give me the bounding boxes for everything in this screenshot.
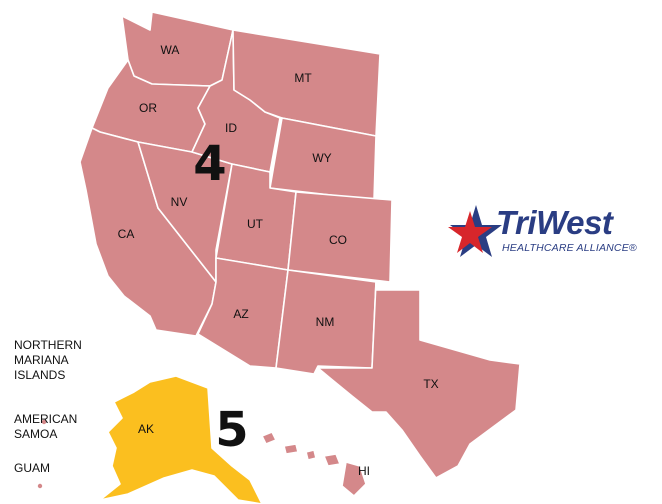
state-tx[interactable] [317,281,521,479]
guam-marker [37,483,43,489]
state-co[interactable] [287,191,393,283]
label-nm: NM [316,315,335,329]
label-az: AZ [233,307,248,321]
state-mt[interactable] [232,29,381,137]
label-or: OR [139,101,157,115]
region-number-4: 4 [193,136,226,192]
logo-wordmark: TriWest [496,204,613,241]
state-hi[interactable] [261,431,367,497]
label-wa: WA [161,43,180,57]
triwest-logo: TriWest HEALTHCARE ALLIANCE® [446,203,656,261]
label-northern-mariana-islands: NORTHERN MARIANA ISLANDS [14,338,82,382]
label-guam: GUAM [14,461,50,475]
label-tx: TX [423,377,438,391]
label-ak: AK [138,422,154,436]
label-co: CO [329,233,347,247]
star-icon [448,205,502,257]
label-id: ID [225,121,237,135]
label-nv: NV [171,195,188,209]
label-ut: UT [247,217,264,231]
label-hi: HI [358,464,370,478]
state-ak[interactable] [99,375,263,504]
label-ca: CA [118,227,135,241]
logo-tagline: HEALTHCARE ALLIANCE® [502,242,637,254]
label-american-samoa: AMERICAN SAMOA [14,412,78,441]
label-mt: MT [294,71,312,85]
american-samoa-marker [41,419,47,425]
region-number-5: 5 [215,402,248,458]
label-wy: WY [312,151,331,165]
